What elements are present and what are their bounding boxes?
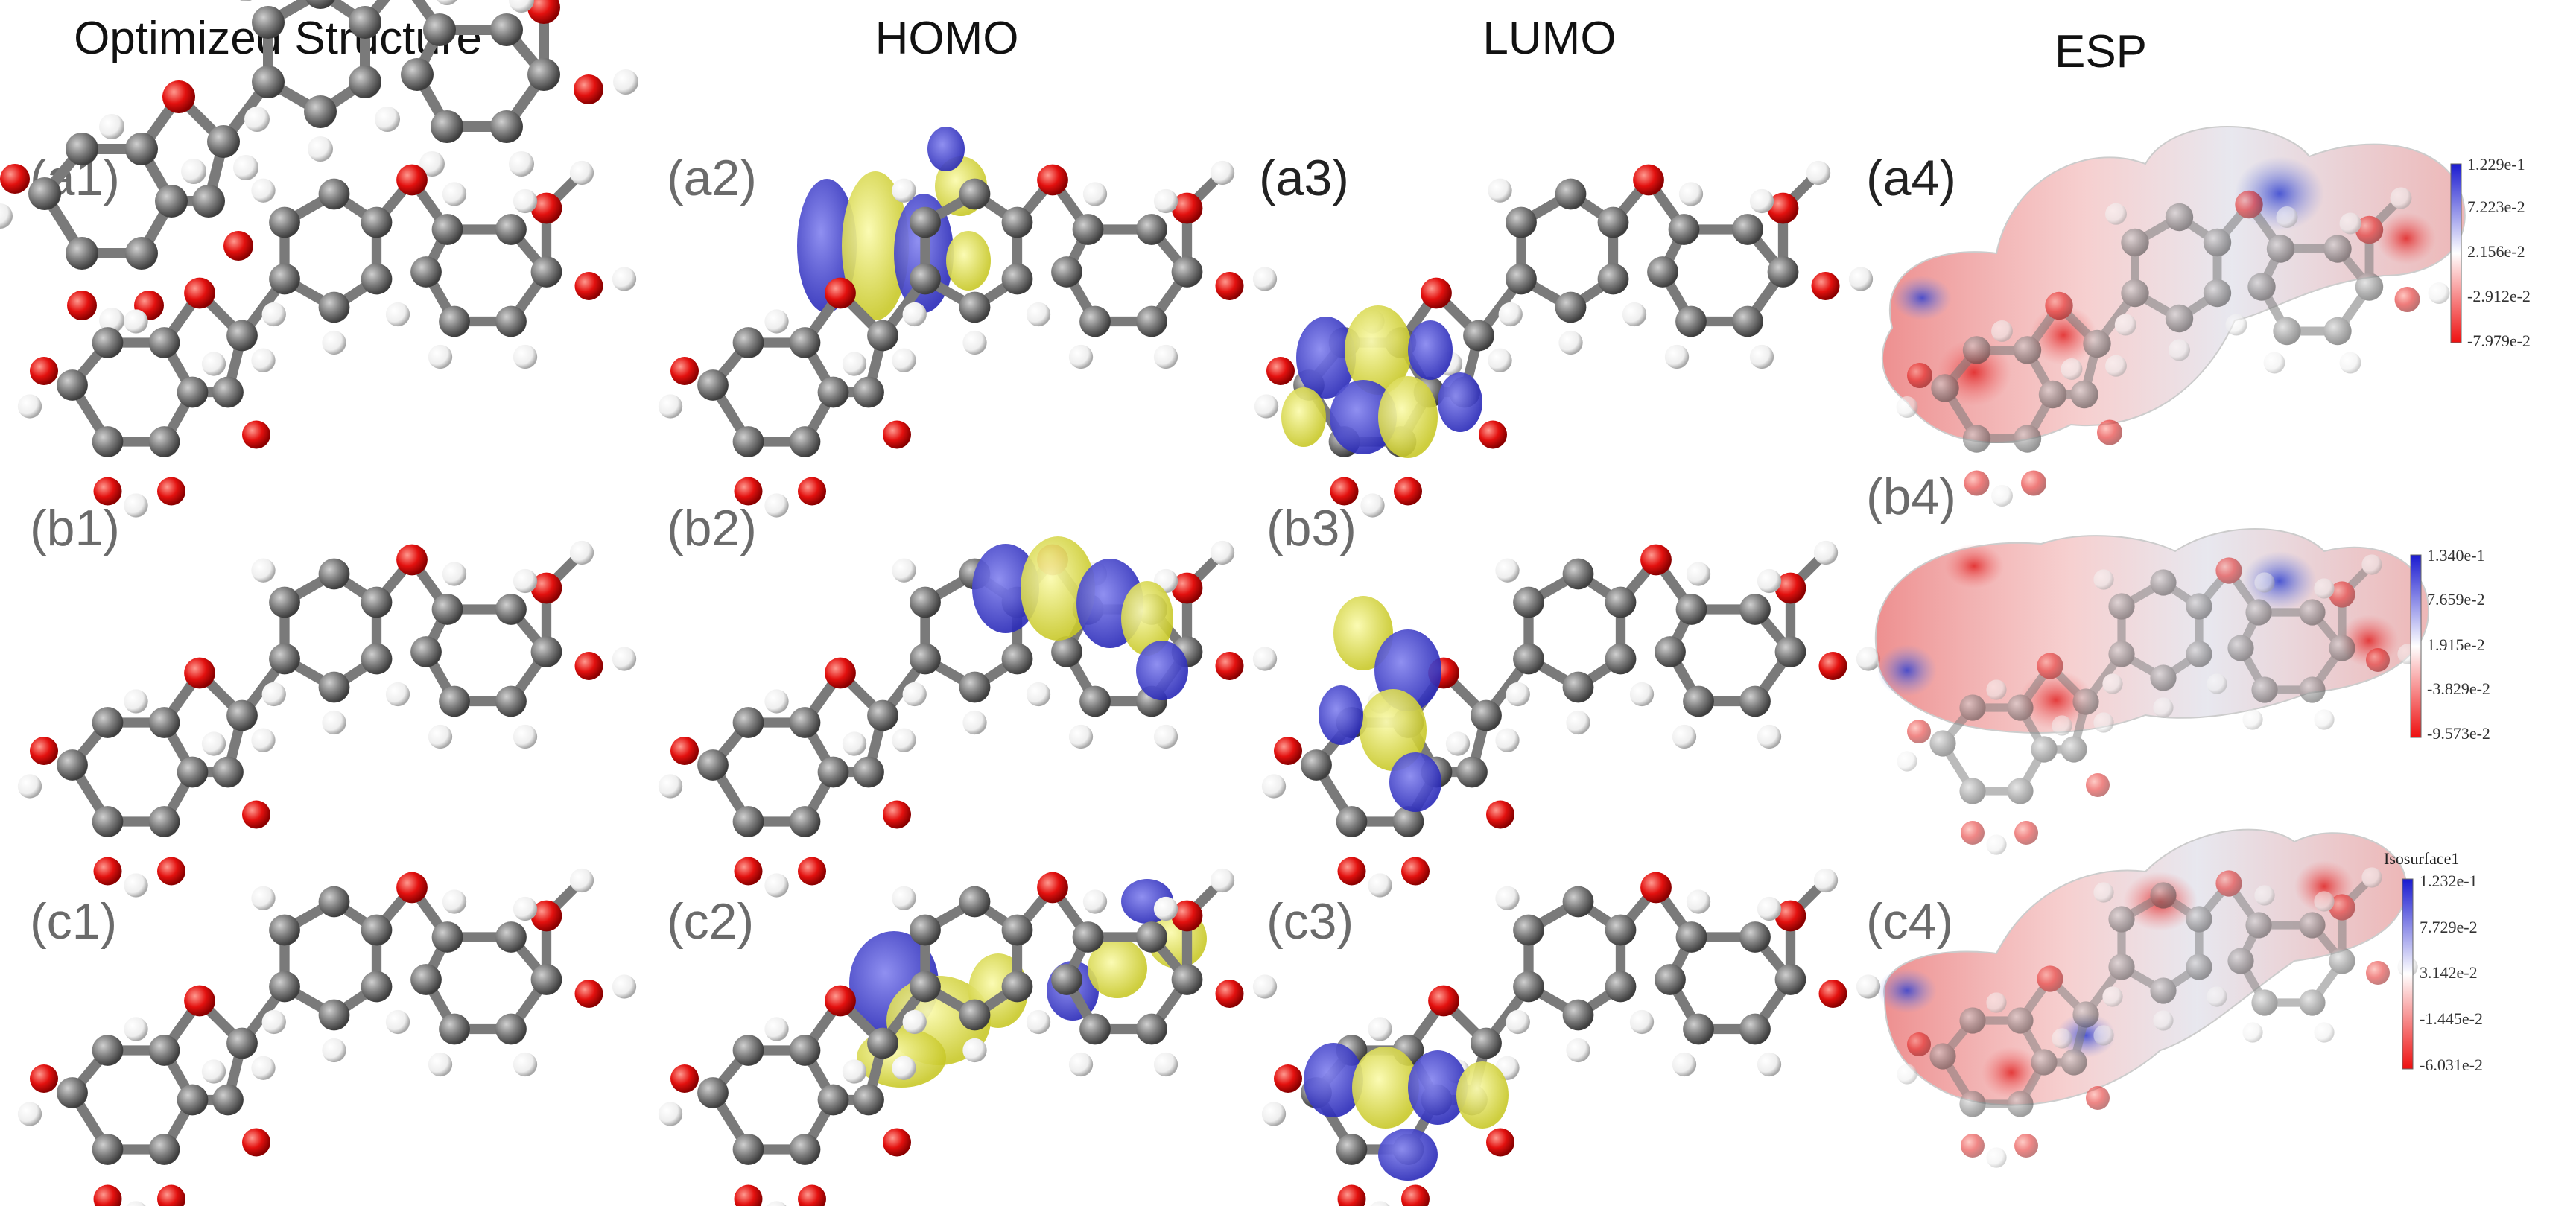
title-esp: ESP <box>2055 26 2147 77</box>
panel-label-b3: (b3) <box>1266 500 1357 556</box>
homo-structure-a2 <box>659 127 1277 518</box>
title-homo: HOMO <box>875 13 1019 64</box>
colorbar-c: Isosurface1 1.232e-1 7.729e-2 3.142e-2 -… <box>2384 849 2483 1074</box>
colorbar-a: 1.229e-1 7.223e-2 2.156e-2 -2.912e-2 -7.… <box>2450 155 2531 350</box>
panel-label-b1: (b1) <box>30 500 120 556</box>
colorbar-b-tick: 1.340e-1 <box>2427 546 2485 565</box>
colorbar-b-tick: 7.659e-2 <box>2427 590 2485 609</box>
panel-label-c2: (c2) <box>667 893 754 950</box>
colorbar-b-tick: 1.915e-2 <box>2427 635 2485 654</box>
lumo-structure-a3 <box>1254 161 1873 518</box>
panel-label-b4: (b4) <box>1866 469 1956 525</box>
colorbar-a-tick: 7.223e-2 <box>2467 197 2525 216</box>
colorbar-b-tick: -3.829e-2 <box>2427 679 2490 698</box>
colorbar-c-tick: -6.031e-2 <box>2420 1056 2483 1074</box>
colorbar-c-tick: -1.445e-2 <box>2420 1009 2483 1028</box>
panel-label-c3: (c3) <box>1266 893 1354 950</box>
colorbar-c-title: Isosurface1 <box>2384 849 2459 868</box>
molecule-structure-a <box>0 0 638 333</box>
esp-surface-a4 <box>1881 126 2466 507</box>
panel-label-a4: (a4) <box>1866 150 1956 206</box>
panel-label-b2: (b2) <box>667 500 757 556</box>
colorbar-c-tick: 7.729e-2 <box>2420 918 2478 936</box>
colorbar-a-tick: -2.912e-2 <box>2467 287 2531 305</box>
panel-label-c4: (c4) <box>1866 893 1953 950</box>
colorbar-c-tick: 1.232e-1 <box>2420 872 2478 890</box>
colorbar-a-tick: 2.156e-2 <box>2467 242 2525 261</box>
title-lumo: LUMO <box>1482 13 1616 64</box>
panel-label-a3: (a3) <box>1259 150 1349 206</box>
esp-surface-b4 <box>1875 528 2430 855</box>
colorbar-b-tick: -9.573e-2 <box>2427 724 2490 743</box>
panel-label-a2: (a2) <box>667 150 757 206</box>
homo-structure-c2 <box>659 869 1277 1206</box>
colorbar-a-tick: -7.979e-2 <box>2467 331 2531 350</box>
colorbar-b: 1.340e-1 7.659e-2 1.915e-2 -3.829e-2 -9.… <box>2410 546 2490 743</box>
lumo-structure-b3 <box>1262 541 1880 898</box>
colorbar-a-tick: 1.229e-1 <box>2467 155 2525 174</box>
esp-surface-c4 <box>1877 828 2418 1168</box>
lumo-structure-c3 <box>1262 869 1880 1206</box>
colorbar-c-tick: 3.142e-2 <box>2420 963 2478 982</box>
homo-structure-b2 <box>659 536 1277 898</box>
panel-label-c1: (c1) <box>30 893 117 950</box>
